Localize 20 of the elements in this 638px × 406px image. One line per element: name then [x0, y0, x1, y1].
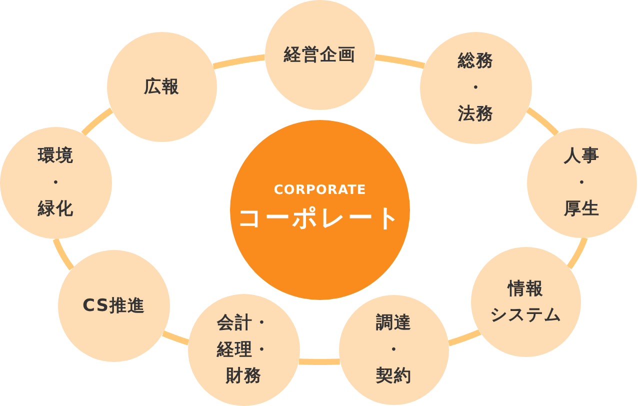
- node-label: 会計・経理・財務: [217, 312, 271, 388]
- connector-line: [566, 235, 588, 270]
- node-label: 調達・契約: [376, 312, 412, 388]
- connector-line: [296, 358, 342, 365]
- subtitle-text: CORPORATE: [274, 183, 366, 200]
- node-label: 経営企画: [284, 44, 356, 67]
- connector-line: [52, 236, 75, 272]
- title-text: コーポレート: [237, 202, 403, 234]
- node-label: 総務・法務: [458, 50, 494, 126]
- connector-line: [80, 107, 114, 137]
- connector-line: [446, 329, 482, 346]
- node-label: 人事・厚生: [564, 145, 600, 222]
- connector-line: [210, 54, 268, 70]
- node-label: 情報システム: [490, 278, 562, 327]
- node-label: 広報: [144, 76, 180, 99]
- connector-line: [160, 330, 191, 346]
- connector-line: [525, 106, 560, 137]
- node-label: 環境・緑化: [38, 145, 74, 222]
- connector-line: [372, 54, 427, 69]
- node-label: CS推進: [82, 294, 146, 318]
